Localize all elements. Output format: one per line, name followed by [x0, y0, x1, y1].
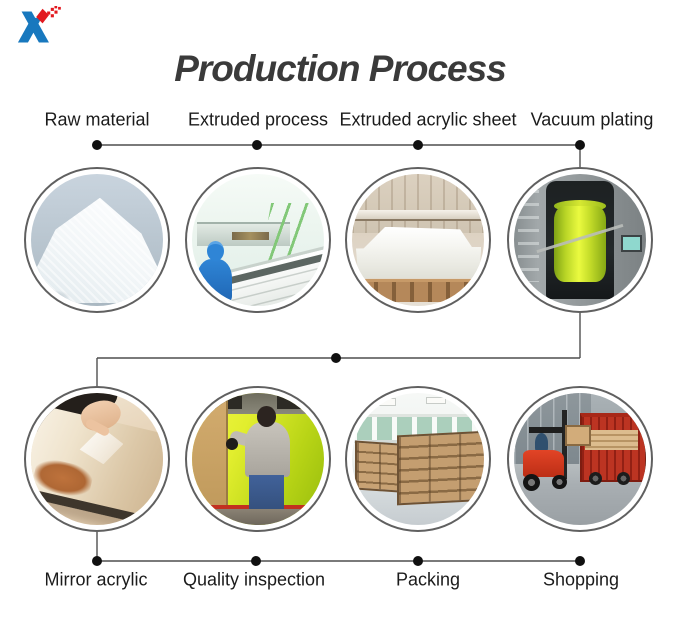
step-label-raw-material: Raw material [44, 109, 150, 130]
forklift-body-shape [523, 449, 565, 478]
mirror-acrylic-photo [31, 393, 163, 525]
pallet-shape [359, 279, 477, 303]
step-label-mirror-acrylic: Mirror acrylic [44, 569, 148, 590]
crate-stack-shape [354, 440, 399, 493]
photo-shape [352, 174, 484, 234]
photo-shape [585, 429, 639, 450]
step-extruded-process [185, 167, 331, 313]
forklift-mast-shape [561, 410, 567, 479]
worker-figure [197, 258, 232, 304]
photo-shape [589, 472, 603, 486]
step-label-extruded-acrylic-sheet: Extruded acrylic sheet [339, 109, 517, 130]
brand-x-logo [17, 6, 61, 43]
step-shopping [507, 386, 653, 532]
worker-figure [244, 422, 290, 478]
photo-shape [31, 290, 71, 304]
photo-shape [226, 437, 239, 450]
photo-shape [231, 232, 269, 240]
raw-material-photo [31, 174, 163, 306]
page-title: Production Process [174, 48, 507, 89]
step-mirror-acrylic [24, 386, 170, 532]
crate-stack-shape [396, 430, 484, 505]
step-label-extruded-process: Extruded process [187, 109, 329, 130]
photo-shape [565, 424, 591, 446]
packing-photo [352, 393, 484, 525]
photo-shape [528, 427, 563, 433]
step-quality-inspection [185, 386, 331, 532]
photo-shape [517, 189, 540, 283]
quality-inspection-photo [192, 393, 324, 525]
sheet-stack-shape [355, 246, 482, 279]
step-label-vacuum-plating: Vacuum plating [530, 109, 654, 130]
worker-head-shape [256, 406, 277, 428]
step-label-packing: Packing [395, 569, 461, 590]
extruded-process-photo [192, 174, 324, 306]
photo-shape [192, 509, 324, 525]
step-raw-material [24, 167, 170, 313]
shopping-photo [514, 393, 646, 525]
step-vacuum-plating [507, 167, 653, 313]
photo-shape [248, 474, 285, 510]
photo-shape [552, 474, 567, 490]
vacuum-plating-photo [514, 174, 646, 306]
photo-shape [523, 473, 541, 491]
driver-figure [535, 432, 549, 453]
acrylic-sheet-photo [352, 174, 484, 306]
photo-shape [616, 472, 631, 486]
photo-shape [375, 398, 397, 406]
photo-shape [192, 399, 229, 510]
photo-shape [425, 396, 447, 405]
photo-shape [352, 209, 484, 221]
step-packing [345, 386, 491, 532]
step-extruded-acrylic-sheet [345, 167, 491, 313]
photo-shape [276, 395, 306, 409]
worker-head-shape [206, 240, 224, 262]
logo-x-icon [17, 6, 61, 43]
granule-pile-shape [31, 197, 163, 304]
flow-node-dots [92, 140, 585, 566]
step-label-shopping: Shopping [542, 569, 620, 590]
control-screen-shape [620, 234, 643, 252]
step-label-quality-inspection: Quality inspection [182, 569, 326, 590]
